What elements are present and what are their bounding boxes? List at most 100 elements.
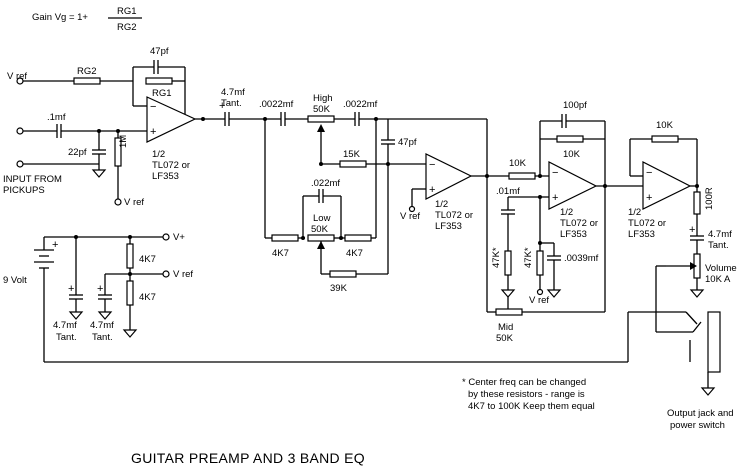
svg-text:4K7: 4K7 <box>139 254 156 265</box>
svg-text:Tant.: Tant. <box>221 98 242 109</box>
svg-text:50K: 50K <box>496 333 514 344</box>
svg-text:39K: 39K <box>330 283 348 294</box>
vref-bias-label: V ref <box>124 197 144 208</box>
coupling-cap-1: + 4.7mf Tant. <box>219 87 281 126</box>
notes: * Center freq can be changed by these re… <box>462 377 595 412</box>
note-line-2: by these resistors - range is <box>468 389 585 400</box>
r4k7-d <box>126 280 134 306</box>
svg-text:10K: 10K <box>656 120 674 131</box>
ground-terminal <box>16 160 24 168</box>
svg-text:47pf: 47pf <box>398 137 417 148</box>
svg-text:47K*: 47K* <box>491 247 502 268</box>
svg-text:50K: 50K <box>313 104 331 115</box>
stage1-preamp: V ref RG2 47pf RG1 − + 1/2 TL072 or LF35… <box>3 46 225 208</box>
gain-formula: Gain Vg = 1+ RG1 RG2 <box>32 6 142 33</box>
svg-text:Tant.: Tant. <box>92 332 113 343</box>
svg-text:+: + <box>97 283 103 295</box>
svg-text:100pf: 100pf <box>563 100 587 111</box>
c22pf-label: 22pf <box>68 147 87 158</box>
svg-text:Low: Low <box>313 213 331 224</box>
svg-text:TL072 or: TL072 or <box>628 218 666 229</box>
output-jack <box>707 311 721 373</box>
input-label-2: PICKUPS <box>3 185 45 196</box>
r4k7-b <box>344 234 372 242</box>
svg-text:+: + <box>219 100 225 112</box>
svg-text:47K*: 47K* <box>523 247 534 268</box>
svg-text:4.7mf: 4.7mf <box>90 320 114 331</box>
rg2-resistor <box>73 77 101 85</box>
svg-text:4.7mf: 4.7mf <box>53 320 77 331</box>
svg-text:LF353: LF353 <box>560 229 587 240</box>
svg-text:.0022mf: .0022mf <box>259 99 294 110</box>
svg-text:−: − <box>150 101 156 113</box>
svg-text:10K A: 10K A <box>705 274 731 285</box>
svg-text:Volume: Volume <box>705 263 737 274</box>
page-title: GUITAR PREAMP AND 3 BAND EQ <box>131 450 365 466</box>
rg2-label: RG2 <box>77 66 97 77</box>
svg-text:power switch: power switch <box>670 420 725 431</box>
opamp1-alt: LF353 <box>152 171 179 182</box>
svg-text:4K7: 4K7 <box>139 292 156 303</box>
r10k-a <box>508 172 536 180</box>
svg-text:.022mf: .022mf <box>311 178 340 189</box>
mid-pot <box>495 308 523 316</box>
output-stage: − + 10K 1/2 TL072 or LF353 100R + 4.7mf … <box>44 120 737 431</box>
svg-text:4K7: 4K7 <box>346 248 363 259</box>
svg-text:1/2: 1/2 <box>435 199 448 210</box>
svg-text:V ref: V ref <box>173 269 193 280</box>
opamp-1 <box>146 96 197 143</box>
svg-text:−: − <box>429 159 435 171</box>
opamp1-half: 1/2 <box>152 149 165 160</box>
svg-text:+: + <box>150 126 156 138</box>
input-label-1: INPUT FROM <box>3 174 62 185</box>
rg1-resistor <box>145 77 173 85</box>
opamp1-type: TL072 or <box>152 160 190 171</box>
svg-text:9 Volt: 9 Volt <box>3 275 27 286</box>
svg-text:100R: 100R <box>704 187 715 210</box>
formula-numerator: RG1 <box>117 6 137 17</box>
svg-text:.01mf: .01mf <box>496 186 520 197</box>
svg-text:10K: 10K <box>509 158 527 169</box>
svg-text:V+: V+ <box>173 232 185 243</box>
note-line-3: 4K7 to 100K Keep them equal <box>468 401 595 412</box>
svg-text:+: + <box>552 192 558 204</box>
r10k-c <box>651 135 679 143</box>
svg-text:+: + <box>429 184 435 196</box>
opamp-3 <box>548 161 598 210</box>
power-supply: V+ + 9 Volt 4K7 V ref 4K7 + + 4.7mf Tan <box>3 232 193 362</box>
tone-stack: .0022mf High 50K .0022mf 15K 47pf 4K7 <box>259 93 426 294</box>
r47k-b <box>536 250 544 276</box>
svg-text:4.7mf: 4.7mf <box>221 87 245 98</box>
svg-text:−: − <box>646 167 652 179</box>
svg-text:10K: 10K <box>563 149 581 160</box>
svg-text:4.7mf: 4.7mf <box>708 229 732 240</box>
high-pot <box>307 115 335 123</box>
svg-text:.0022mf: .0022mf <box>343 99 378 110</box>
svg-text:LF353: LF353 <box>628 229 655 240</box>
svg-text:TL072 or: TL072 or <box>560 218 598 229</box>
svg-text:50K: 50K <box>311 224 329 235</box>
svg-text:Output jack and: Output jack and <box>667 408 734 419</box>
formula-lhs: Gain Vg = 1+ <box>32 12 88 23</box>
svg-text:High: High <box>313 93 333 104</box>
r1m-label: 1M <box>118 135 129 148</box>
svg-text:V ref: V ref <box>529 295 549 306</box>
svg-text:4K7: 4K7 <box>272 248 289 259</box>
formula-denominator: RG2 <box>117 22 137 33</box>
svg-text:Tant.: Tant. <box>56 332 77 343</box>
svg-text:15K: 15K <box>343 149 361 160</box>
svg-text:Tant.: Tant. <box>708 240 729 251</box>
svg-text:−: − <box>552 167 558 179</box>
vref-input-label: V ref <box>7 71 27 82</box>
r4k7-a <box>271 234 299 242</box>
c1mf-label: .1mf <box>47 112 66 123</box>
svg-text:LF353: LF353 <box>435 221 462 232</box>
svg-text:V ref: V ref <box>400 211 420 222</box>
note-line-1: * Center freq can be changed <box>462 377 586 388</box>
svg-text:+: + <box>646 192 652 204</box>
ground-symbol <box>91 169 107 178</box>
svg-text:TL072 or: TL072 or <box>435 210 473 221</box>
r15k <box>339 160 367 168</box>
r47k-a <box>504 250 512 276</box>
